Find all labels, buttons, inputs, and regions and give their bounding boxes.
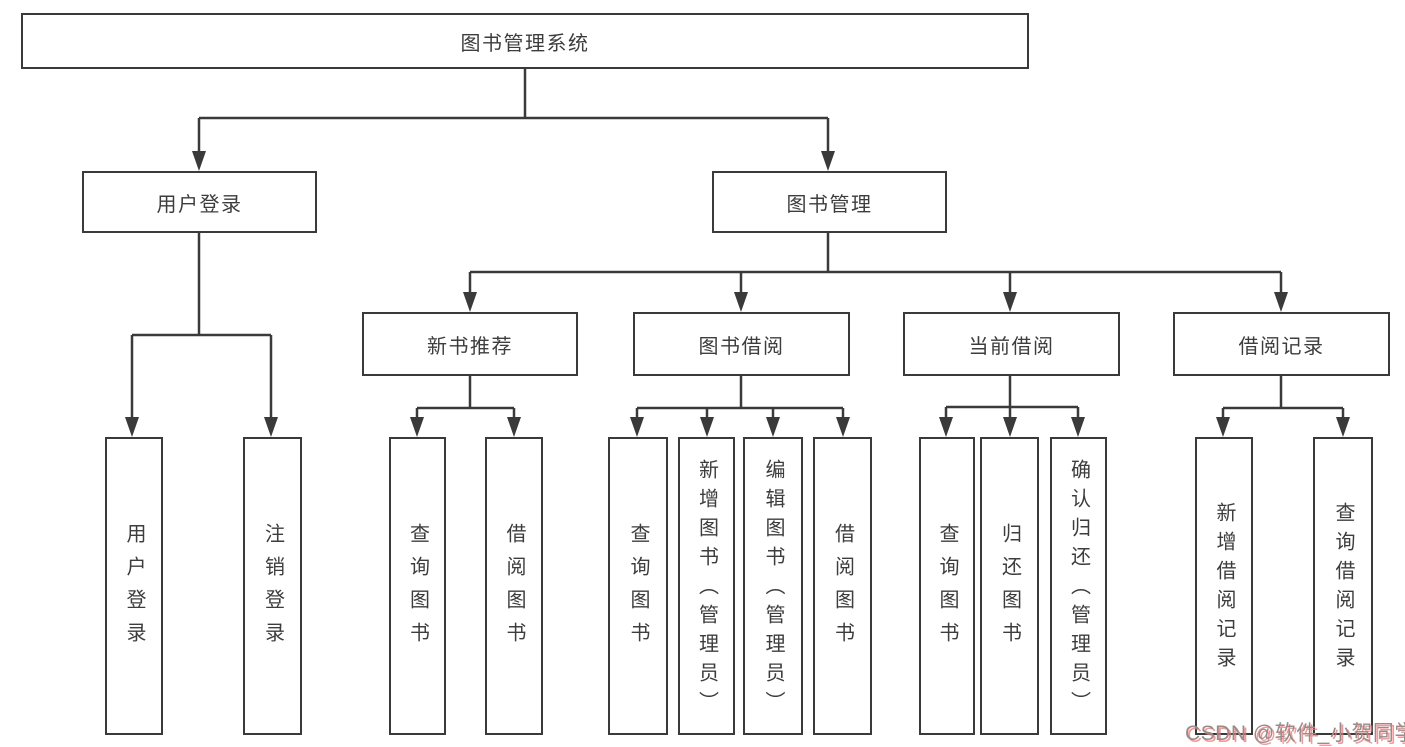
node-root: 图书管理系统	[21, 13, 1029, 69]
leaf-borrow-book-recommend: 借阅图书	[485, 437, 543, 735]
leaf-query-book-borrow: 查询图书	[608, 437, 668, 735]
csdn-watermark: CSDN @软件_小贺同学	[1185, 722, 1405, 745]
leaf-query-borrow-record: 查询借阅记录	[1313, 437, 1373, 735]
leaf-borrow-book: 借阅图书	[813, 437, 872, 735]
leaf-query-book-current: 查询图书	[919, 437, 975, 735]
node-user-login: 用户登录	[82, 171, 317, 233]
leaf-add-book-admin: 新增图书（管理员）	[678, 437, 735, 735]
connector-bookborrow-children	[630, 376, 850, 437]
node-new-book-recommend: 新书推荐	[362, 312, 578, 376]
connector-borrowrecord-children	[1216, 376, 1350, 437]
leaf-logout: 注销登录	[243, 437, 302, 735]
leaf-user-login: 用户登录	[105, 437, 163, 735]
node-book-borrow: 图书借阅	[633, 312, 850, 376]
leaf-add-borrow-record: 新增借阅记录	[1195, 437, 1253, 735]
leaf-query-book-recommend: 查询图书	[389, 437, 446, 735]
node-book-management: 图书管理	[712, 171, 947, 233]
leaf-edit-book-admin: 编辑图书（管理员）	[743, 437, 803, 735]
leaf-confirm-return-admin: 确认归还（管理员）	[1050, 437, 1107, 735]
node-current-borrow: 当前借阅	[903, 312, 1120, 376]
connector-currentborrow-children	[939, 376, 1085, 437]
node-borrow-record: 借阅记录	[1173, 312, 1390, 376]
connector-userlogin-children	[125, 233, 278, 437]
connector-bookmgmt-children	[463, 233, 1288, 312]
leaf-return-book: 归还图书	[980, 437, 1039, 735]
connector-newbookrec-children	[410, 376, 521, 437]
connector-root-children	[192, 69, 835, 171]
